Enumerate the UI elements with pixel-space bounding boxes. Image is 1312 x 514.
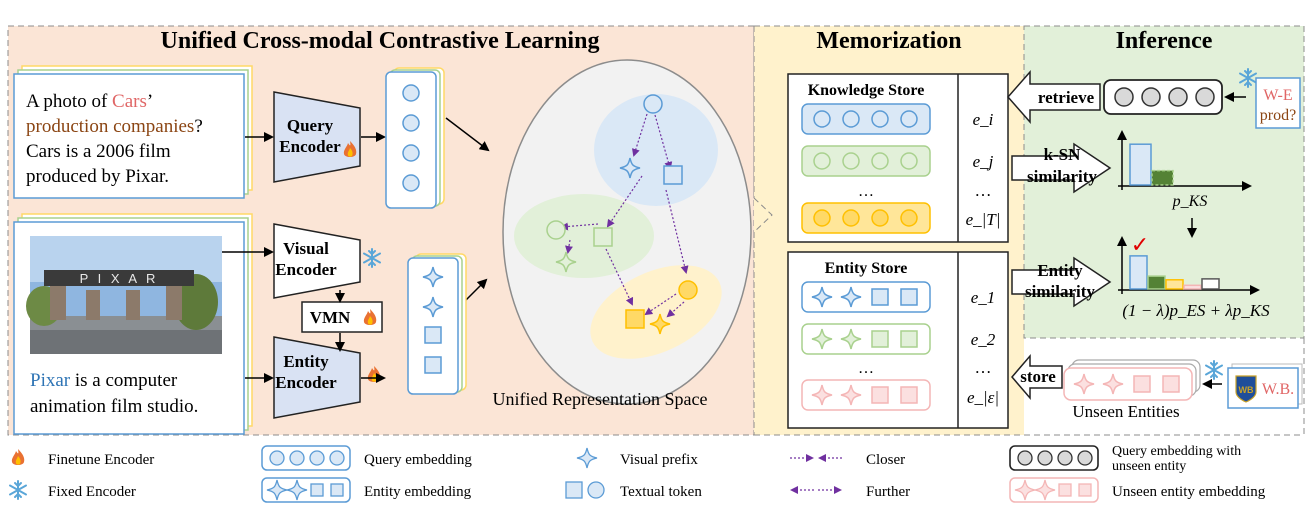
entity-text-card: P I X A R Pixar is a computer animation … bbox=[13, 213, 253, 435]
svg-text:Query embedding: Query embedding bbox=[364, 452, 472, 468]
pixar-photo: P I X A R bbox=[26, 236, 222, 354]
query-text-card: A photo of Cars’ production companies? C… bbox=[13, 65, 253, 199]
query-line-3: Cars is a 2006 film bbox=[26, 141, 171, 162]
svg-text:Entity: Entity bbox=[1037, 261, 1083, 280]
memorization-title: Memorization bbox=[816, 28, 961, 54]
unseen-query-embedding: W-E prod? bbox=[1103, 68, 1301, 129]
svg-text:e_1: e_1 bbox=[971, 288, 996, 307]
photo-sign: P I X A R bbox=[80, 271, 159, 286]
entity-store: Entity Store … e_1 e_2 … e_|ε| bbox=[787, 251, 1009, 429]
pks-chart: p_KS bbox=[1117, 130, 1252, 238]
pks-bar-1 bbox=[1151, 169, 1174, 186]
ksn-similarity-arrow: k-SN similarity bbox=[1011, 143, 1111, 193]
vmn-block: VMN bbox=[301, 301, 383, 333]
svg-text:Encoder: Encoder bbox=[279, 137, 341, 156]
entity-encoder: Entity Encoder bbox=[273, 336, 381, 419]
combined-bar-4 bbox=[1201, 278, 1220, 290]
snowflake-icon bbox=[1205, 360, 1223, 380]
svg-text:…: … bbox=[858, 360, 874, 377]
svg-text:Query: Query bbox=[287, 116, 334, 135]
svg-text:similarity: similarity bbox=[1027, 167, 1097, 186]
svg-text:prod?: prod? bbox=[1260, 107, 1296, 124]
svg-text:e_j: e_j bbox=[973, 152, 994, 171]
query-embedding-column bbox=[385, 67, 445, 209]
visual-encoder: Visual Encoder bbox=[273, 223, 381, 299]
wb-logo-card: WB W.B. bbox=[1202, 360, 1303, 409]
svg-text:e_2: e_2 bbox=[971, 330, 996, 349]
svg-text:Visual: Visual bbox=[283, 239, 329, 258]
combined-bar-1 bbox=[1147, 275, 1166, 290]
svg-text:unseen entity: unseen entity bbox=[1112, 459, 1186, 474]
svg-text:Finetune Encoder: Finetune Encoder bbox=[48, 452, 154, 468]
combined-chart: ✓ (1 − λ)p_ES + λp_KS bbox=[1117, 232, 1270, 320]
combined-bar-2 bbox=[1165, 279, 1184, 290]
svg-text:Fixed Encoder: Fixed Encoder bbox=[48, 484, 136, 500]
svg-text:Unseen entity embedding: Unseen entity embedding bbox=[1112, 484, 1266, 500]
query-line-4: produced by Pixar. bbox=[26, 166, 169, 187]
svg-text:e_|T|: e_|T| bbox=[966, 210, 1001, 229]
svg-text:Entity Store: Entity Store bbox=[825, 260, 908, 277]
pks-bar-0 bbox=[1129, 143, 1152, 186]
entity-line-2: animation film studio. bbox=[30, 396, 198, 417]
svg-text:Further: Further bbox=[866, 484, 910, 500]
fire-icon bbox=[11, 449, 25, 465]
combined-bar-0 bbox=[1129, 255, 1148, 290]
svg-text:Knowledge Store: Knowledge Store bbox=[808, 82, 925, 99]
svg-text:W-E: W-E bbox=[1263, 87, 1292, 104]
svg-text:retrieve: retrieve bbox=[1038, 88, 1095, 107]
query-line-1: A photo of Cars’ bbox=[26, 91, 153, 112]
svg-text:Entity: Entity bbox=[283, 352, 329, 371]
pks-label: p_KS bbox=[1172, 193, 1208, 210]
svg-text:Visual prefix: Visual prefix bbox=[620, 452, 698, 468]
svg-text:Encoder: Encoder bbox=[275, 373, 337, 392]
svg-text:Textual token: Textual token bbox=[620, 484, 702, 500]
svg-text:e_|ε|: e_|ε| bbox=[967, 388, 999, 407]
wb-shield-icon: WB bbox=[1239, 385, 1254, 395]
legend: Finetune Encoder Fixed Encoder Query emb… bbox=[9, 444, 1266, 503]
snowflake-icon bbox=[9, 480, 27, 500]
representation-space bbox=[502, 59, 752, 405]
svg-text:…: … bbox=[858, 183, 874, 200]
combined-bar-3 bbox=[1183, 284, 1202, 290]
entity-line-1: Pixar is a computer bbox=[30, 370, 178, 391]
svg-text:Closer: Closer bbox=[866, 452, 905, 468]
svg-text:W.B.: W.B. bbox=[1262, 381, 1294, 398]
svg-text:…: … bbox=[975, 181, 992, 200]
check-mark: ✓ bbox=[1131, 232, 1149, 257]
knowledge-store: Knowledge Store … e_i e_j … e_|T| bbox=[787, 73, 1009, 243]
entity-similarity-arrow: Entity similarity bbox=[1011, 257, 1111, 307]
svg-text:Encoder: Encoder bbox=[275, 260, 337, 279]
svg-text:Entity embedding: Entity embedding bbox=[364, 484, 472, 500]
fusion-formula: (1 − λ)p_ES + λp_KS bbox=[1122, 301, 1270, 320]
unseen-entity-stack: Unseen Entities bbox=[1063, 359, 1201, 421]
svg-text:similarity: similarity bbox=[1025, 282, 1095, 301]
space-label: Unified Representation Space bbox=[493, 389, 708, 409]
svg-text:e_i: e_i bbox=[973, 110, 994, 129]
inference-title: Inference bbox=[1116, 28, 1213, 54]
svg-text:store: store bbox=[1020, 367, 1056, 386]
left-panel-title: Unified Cross-modal Contrastive Learning bbox=[161, 28, 600, 54]
query-line-2: production companies? bbox=[26, 116, 203, 137]
svg-text:…: … bbox=[975, 358, 992, 377]
query-encoder: Query Encoder bbox=[273, 91, 361, 183]
unseen-entities-label: Unseen Entities bbox=[1072, 402, 1179, 421]
svg-text:Query embedding with: Query embedding with bbox=[1112, 444, 1241, 459]
svg-text:k-SN: k-SN bbox=[1044, 145, 1082, 164]
store-arrow: store bbox=[1011, 353, 1063, 401]
retrieve-arrow: retrieve bbox=[1007, 70, 1101, 124]
entity-embedding-column bbox=[407, 253, 467, 395]
svg-text:VMN: VMN bbox=[310, 308, 351, 327]
